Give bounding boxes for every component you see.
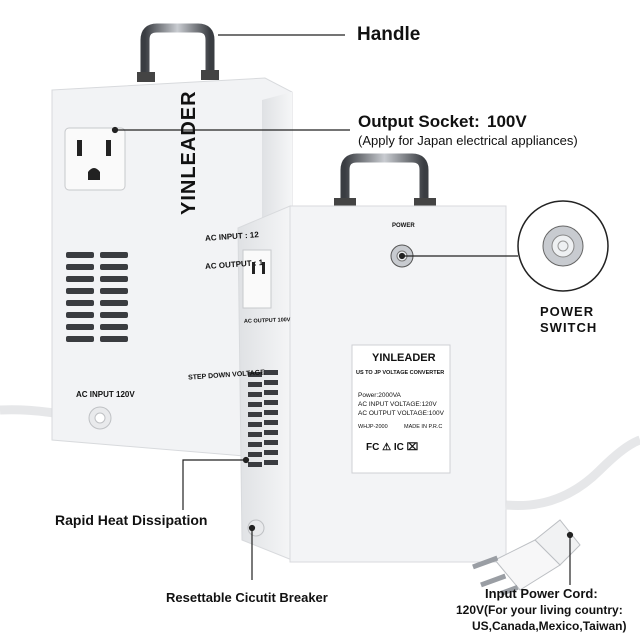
callout-output-value: 100V [487,112,527,131]
callout-rapid-heat: Rapid Heat Dissipation [55,512,208,528]
spec-label-title: US TO JP VOLTAGE CONVERTER [356,370,445,376]
callout-cord-line1: 120V(For your living country: [456,603,623,617]
plug-icon [472,519,581,596]
callout-cord-title: Input Power Cord: [485,586,598,601]
front-power-label: POWER [392,223,415,229]
spec-label-brand: YINLEADER [372,352,436,364]
front-unit [237,205,507,563]
rear-ac-input-120: AC INPUT 120V [76,390,135,399]
spec-label-model: WHJP-2000 [358,424,388,430]
rear-handle [137,23,219,82]
callout-power-switch-2: SWITCH [540,320,598,335]
spec-label-made: MADE IN P.R.C [404,424,443,430]
rear-vents [66,252,128,342]
callout-breaker: Resettable Cicutit Breaker [166,590,328,605]
spec-label [351,344,451,474]
input-power-cord [505,435,640,511]
callout-handle: Handle [357,24,421,45]
spec-label-input: AC INPUT VOLTAGE:120V [358,401,437,408]
rear-output-socket [64,127,126,191]
spec-label-power: Power:2000VA [358,392,401,399]
callout-output-title: Output Socket: [358,112,480,131]
callout-lines [111,34,574,585]
front-handle [334,153,436,212]
rear-brand: YINLEADER [178,90,200,215]
callout-cord-line2: US,Canada,Mexico,Taiwan) [472,619,627,633]
callout-output-note: (Apply for Japan electrical appliances) [358,133,578,148]
spec-label-marks: FC ⚠ IC ⌧ [366,442,419,453]
callout-power-switch-1: POWER [540,304,595,319]
power-switch-zoom [517,200,609,292]
front-output-socket [242,249,272,309]
spec-label-output: AC OUTPUT VOLTAGE:100V [358,410,444,417]
front-vents [248,370,278,467]
